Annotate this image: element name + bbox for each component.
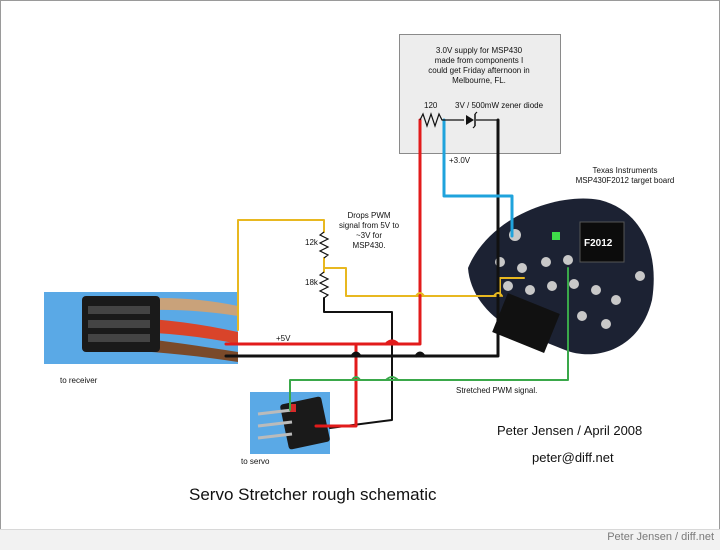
- red-plus5v-wire: [224, 118, 422, 346]
- supply-note-box: [399, 34, 561, 154]
- divider-note-line: MSP430.: [352, 241, 386, 250]
- servo-label: to servo: [241, 457, 270, 466]
- zener-diode: [466, 111, 478, 129]
- author-credit: Peter Jensen / April 2008: [497, 423, 643, 438]
- resistor-12k-label: 12k: [305, 238, 318, 247]
- divider-note: Drops PWM signal from 5V to ~3V for MSP4…: [329, 211, 409, 251]
- author-email: peter@diff.net: [532, 450, 614, 465]
- divider-note-line: Drops PWM: [347, 211, 391, 220]
- target-board: F2012: [468, 198, 654, 355]
- resistor-120-label: 120: [424, 101, 438, 110]
- receiver-connector: [44, 292, 238, 364]
- blue-3v-wire: [442, 118, 514, 238]
- supply-note-line: made from components I: [434, 56, 524, 65]
- plus5v-label: +5V: [276, 334, 291, 343]
- target-board-label: Texas Instruments MSP430F2012 target boa…: [560, 166, 690, 186]
- plus3v-label: +3.0V: [449, 156, 471, 165]
- resistor-120: [419, 112, 444, 128]
- target-board-line: Texas Instruments: [592, 166, 658, 175]
- red-servo-wire: [314, 342, 358, 428]
- target-board-line: MSP430F2012 target board: [575, 176, 675, 185]
- green-pwm-wire: [289, 267, 569, 411]
- black-ground-wire: [224, 118, 500, 358]
- supply-note-line: could get Friday afternoon in: [428, 66, 530, 75]
- divider-note-line: ~3V for: [355, 231, 382, 240]
- yellow-wire-input: [237, 219, 325, 331]
- resistor-18k-label: 18k: [305, 278, 318, 287]
- supply-note-line: 3.0V supply for MSP430: [435, 46, 523, 55]
- receiver-label: to receiver: [60, 376, 98, 385]
- supply-note: 3.0V supply for MSP430 made from compone…: [402, 46, 556, 86]
- resistor-18k: [318, 271, 330, 299]
- divider-ground-wire: [323, 297, 393, 429]
- watermark: Peter Jensen / diff.net: [607, 531, 714, 543]
- watermark-strip: [0, 529, 720, 550]
- zener-label: 3V / 500mW zener diode: [455, 101, 544, 110]
- pwm-label: Stretched PWM signal.: [456, 386, 538, 395]
- diagram-title: Servo Stretcher rough schematic: [189, 485, 437, 504]
- resistor-12k: [318, 231, 330, 259]
- supply-note-line: Melbourne, FL.: [452, 76, 506, 85]
- chip-label: F2012: [584, 238, 613, 249]
- divider-note-line: signal from 5V to: [338, 221, 400, 230]
